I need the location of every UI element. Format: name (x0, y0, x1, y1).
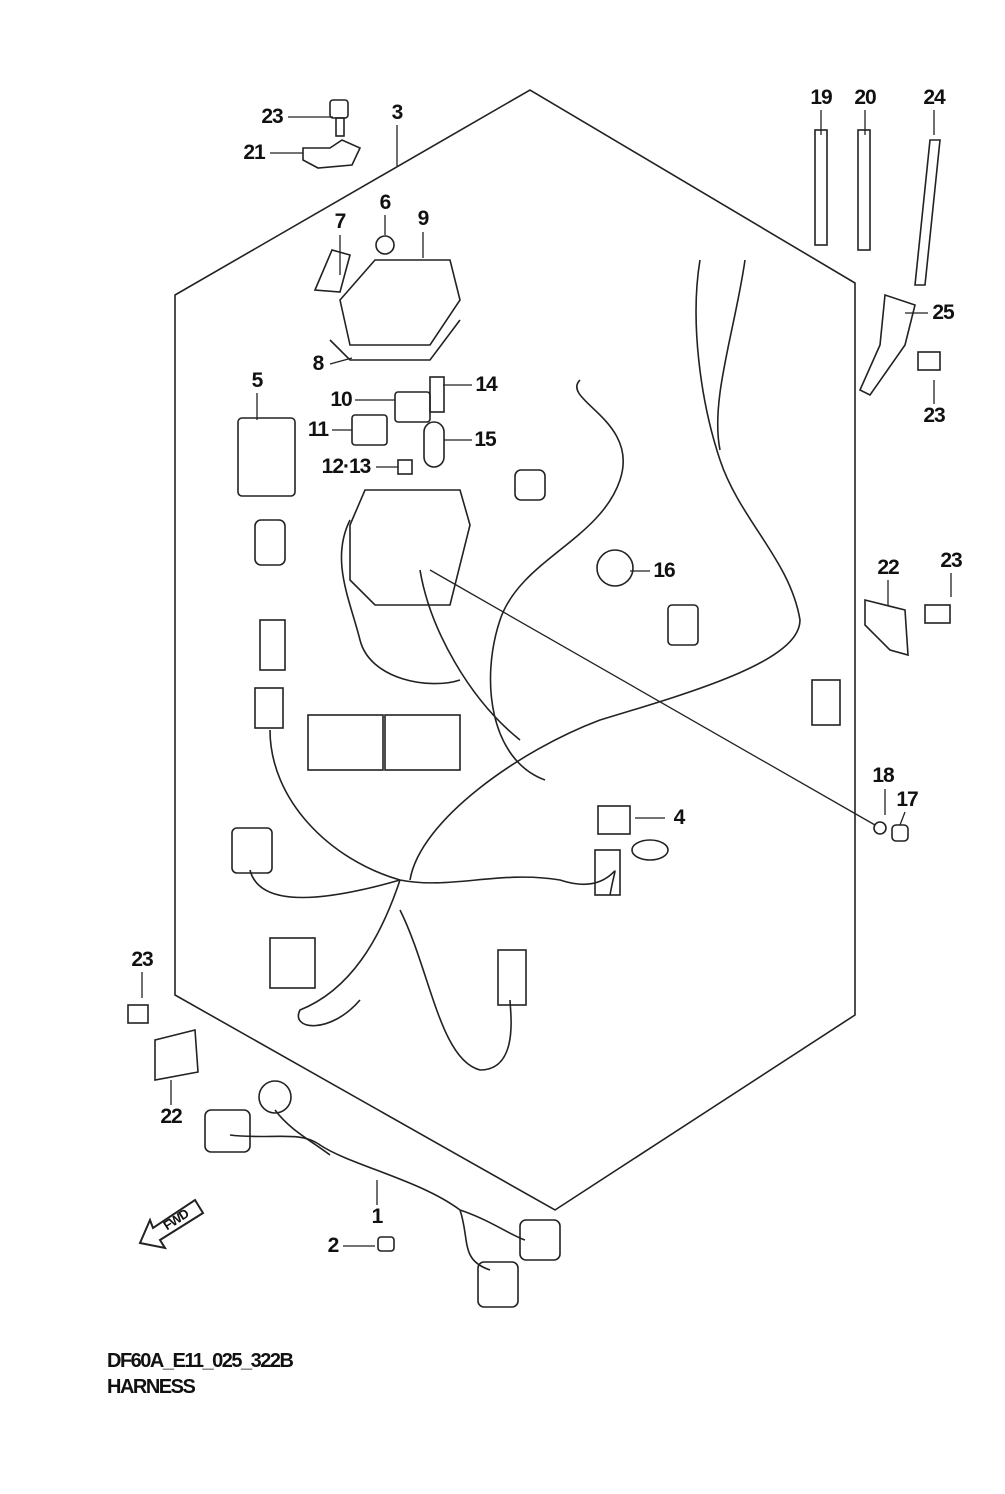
callout-23[interactable]: 23 (940, 549, 962, 572)
fwd-arrow-icon (138, 1198, 205, 1250)
callout-24[interactable]: 24 (923, 86, 945, 109)
callout-7[interactable]: 7 (334, 210, 347, 233)
callout-23[interactable]: 23 (131, 948, 153, 971)
callout-19[interactable]: 19 (810, 86, 832, 109)
diagram-code: DF60A_E11_025_322B (107, 1350, 294, 1372)
callout-9[interactable]: 9 (417, 207, 430, 230)
callout-1[interactable]: 1 (371, 1205, 384, 1228)
callout-11[interactable]: 11 (307, 418, 329, 441)
callout-14[interactable]: 14 (475, 373, 497, 396)
callout-22[interactable]: 22 (877, 556, 899, 579)
callout-4[interactable]: 4 (673, 806, 686, 829)
callout-23[interactable]: 23 (923, 404, 945, 427)
callout-22[interactable]: 22 (160, 1105, 182, 1128)
callout-23[interactable]: 23 (261, 105, 283, 128)
callout-15[interactable]: 15 (474, 428, 496, 451)
callout-5[interactable]: 5 (251, 369, 264, 392)
callout-17[interactable]: 17 (896, 788, 918, 811)
assembly-outline (174, 89, 856, 1211)
callout-20[interactable]: 20 (854, 86, 876, 109)
callout-6[interactable]: 6 (379, 191, 392, 214)
callout-16[interactable]: 16 (653, 559, 675, 582)
callout-25[interactable]: 25 (932, 301, 954, 324)
callout-2[interactable]: 2 (327, 1234, 340, 1257)
diagram-title: HARNESS (107, 1376, 196, 1398)
callout-8[interactable]: 8 (312, 352, 325, 375)
callout-3[interactable]: 3 (391, 101, 404, 124)
callout-21[interactable]: 21 (243, 141, 265, 164)
callout-10[interactable]: 10 (330, 388, 352, 411)
parts (127, 99, 951, 1308)
leader-lines (141, 110, 952, 1247)
callout-18[interactable]: 18 (872, 764, 894, 787)
callout-12-13[interactable]: 12·13 (321, 455, 372, 478)
